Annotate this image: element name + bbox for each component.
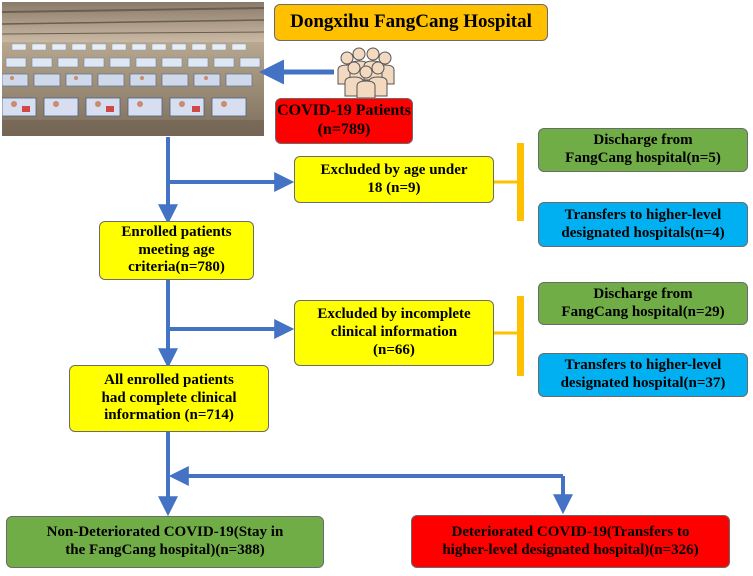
discharge-age-line2: FangCang hospital(n=5) [565,150,721,166]
enrolled-line2: meeting age [138,241,215,258]
patients-count: (n=789) [317,121,371,138]
transfer-age-line2: designated hospitals(n=4) [561,224,725,241]
discharge-age-box: Discharge from FangCang hospital(n=5) [538,128,748,172]
transfer-info-box: Transfers to higher-level designated hos… [538,353,748,397]
transfer-info-line1: Transfers to higher-level [564,357,722,374]
non-deteriorated-box: Non-Deteriorated COVID-19(Stay in the Fa… [6,516,324,568]
hospital-name: Dongxihu FangCang Hospital [290,11,532,33]
patients-box: COVID-19 Patients (n=789) [275,98,413,144]
deteriorated-line1: Deteriorated COVID-19(Transfers to [451,523,690,540]
bracket-age-bar [517,143,524,221]
complete-line1: All enrolled patients [104,371,234,388]
patients-label: COVID-19 Patients [277,102,411,120]
discharge-age-line1: Discharge from [593,132,693,149]
deteriorated-line2: higher-level designated hospital)(n=326) [442,541,699,558]
excluded-info-line1: Excluded by incomplete [317,306,471,323]
transfer-age-line1: Transfers to higher-level [564,206,722,223]
enrolled-line1: Enrolled patients [121,223,232,240]
excluded-age-line2: 18 (n=9) [367,179,421,196]
complete-line2: had complete clinical [101,389,237,406]
discharge-info-box: Discharge from FangCang hospital(n=29) [538,282,748,325]
transfer-info-line2: designated hospital(n=37) [560,375,726,391]
non-deteriorated-line1: Non-Deteriorated COVID-19(Stay in [46,524,284,541]
excluded-age-line1: Excluded by age under [320,161,468,178]
hospital-ward-photo [2,2,264,136]
excluded-info-box: Excluded by incomplete clinical informat… [294,300,494,366]
bracket-info-bar [517,296,524,376]
discharge-info-line2: FangCang hospital(n=29) [561,303,725,320]
complete-line3: information (n=714) [104,407,234,424]
excluded-age-box: Excluded by age under 18 (n=9) [294,156,494,203]
discharge-info-line1: Discharge from [593,285,693,302]
non-deteriorated-line2: the FangCang hospital)(n=388) [65,542,265,558]
deteriorated-box: Deteriorated COVID-19(Transfers to highe… [411,515,730,568]
transfer-age-box: Transfers to higher-level designated hos… [538,202,748,247]
excluded-info-line2: clinical information [330,324,458,341]
enrolled-box: Enrolled patients meeting age criteria(n… [99,221,254,280]
complete-info-box: All enrolled patients had complete clini… [69,365,269,432]
excluded-info-line3: (n=66) [373,341,415,358]
enrolled-line3: criteria(n=780) [128,259,225,276]
patients-group-icon [333,44,399,99]
hospital-name-box: Dongxihu FangCang Hospital [274,4,548,41]
